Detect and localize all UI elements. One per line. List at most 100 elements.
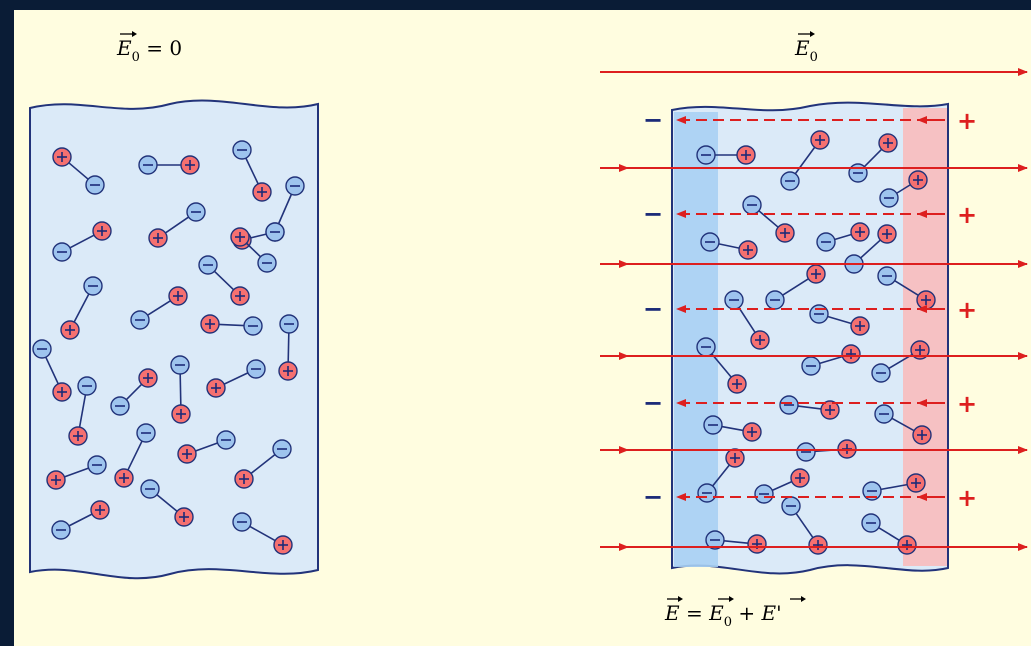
left-dielectric-slab bbox=[29, 99, 319, 580]
negative-charge bbox=[130, 310, 150, 330]
positive-charge bbox=[252, 182, 272, 202]
dipole-molecule bbox=[278, 314, 299, 381]
negative-charge bbox=[754, 484, 774, 504]
negative-charge bbox=[32, 339, 52, 359]
left-field-label: E0 = 0 bbox=[116, 31, 182, 65]
dipole-molecule bbox=[816, 222, 870, 252]
svg-text:E0: E0 bbox=[794, 36, 818, 65]
negative-charge bbox=[724, 290, 744, 310]
negative-charge bbox=[51, 520, 71, 540]
dipole-molecule bbox=[32, 339, 72, 402]
positive-charge bbox=[138, 368, 158, 388]
dipole-molecule bbox=[861, 513, 917, 555]
negative-charge bbox=[874, 404, 894, 424]
positive-charge bbox=[878, 133, 898, 153]
dipole-molecule bbox=[779, 395, 840, 420]
dipole-molecule bbox=[871, 340, 930, 383]
negative-charge bbox=[796, 442, 816, 462]
positive-charge bbox=[148, 228, 168, 248]
dipole-molecule bbox=[200, 314, 263, 336]
positive-charge bbox=[52, 147, 72, 167]
vector-arrow-icon bbox=[667, 596, 806, 602]
negative-charge bbox=[243, 316, 263, 336]
positive-charge bbox=[775, 223, 795, 243]
positive-surface-sign: + bbox=[957, 107, 977, 135]
dipole-molecule bbox=[862, 473, 926, 501]
negative-charge bbox=[136, 423, 156, 443]
positive-charge bbox=[912, 425, 932, 445]
positive-charge bbox=[877, 224, 897, 244]
negative-charge bbox=[809, 304, 829, 324]
negative-charge bbox=[140, 479, 160, 499]
dipole-molecule bbox=[110, 368, 158, 416]
positive-charge bbox=[168, 286, 188, 306]
dipole-molecule bbox=[754, 468, 810, 504]
negative-charge bbox=[871, 363, 891, 383]
negative-charge bbox=[879, 188, 899, 208]
positive-charge bbox=[230, 286, 250, 306]
positive-surface-sign: + bbox=[957, 390, 977, 418]
dipole-molecule bbox=[140, 479, 194, 527]
positive-charge bbox=[278, 361, 298, 381]
positive-charge bbox=[850, 316, 870, 336]
dipole-molecule bbox=[705, 530, 767, 554]
positive-charge bbox=[177, 444, 197, 464]
negative-charge bbox=[779, 395, 799, 415]
dielectric-polarization-diagram: E0 = 0 −+−+−+−+−+ E0 E = E0 + E' bbox=[29, 31, 1028, 630]
positive-charge bbox=[820, 400, 840, 420]
negative-charge bbox=[170, 355, 190, 375]
dipole-molecule bbox=[51, 500, 110, 540]
negative-charge bbox=[246, 359, 266, 379]
dipole-molecule bbox=[877, 266, 936, 310]
positive-charge bbox=[806, 264, 826, 284]
positive-charge bbox=[68, 426, 88, 446]
negative-charge bbox=[696, 337, 716, 357]
negative-charge bbox=[138, 155, 158, 175]
negative-charge bbox=[87, 455, 107, 475]
negative-surface-sign: − bbox=[643, 389, 663, 417]
svg-text:E0 = 0: E0 = 0 bbox=[116, 36, 182, 65]
dipole-molecule bbox=[879, 170, 928, 208]
dipole-molecule bbox=[230, 227, 277, 273]
negative-surface-sign: − bbox=[643, 200, 663, 228]
external-field-label: E0 bbox=[794, 31, 818, 65]
negative-charge bbox=[877, 266, 897, 286]
positive-charge bbox=[738, 240, 758, 260]
dipole-molecule bbox=[114, 423, 156, 488]
dipole-molecule bbox=[68, 376, 97, 446]
dipole-molecule bbox=[148, 202, 206, 248]
negative-charge bbox=[781, 496, 801, 516]
positive-charge bbox=[171, 404, 191, 424]
negative-surface-sign: − bbox=[643, 295, 663, 323]
negative-charge bbox=[52, 242, 72, 262]
negative-charge bbox=[700, 232, 720, 252]
resulting-field-equation: E = E0 + E' bbox=[664, 596, 806, 630]
positive-charge bbox=[727, 374, 747, 394]
dipole-molecule bbox=[60, 276, 103, 340]
positive-charge bbox=[750, 330, 770, 350]
negative-charge bbox=[697, 483, 717, 503]
positive-charge bbox=[273, 535, 293, 555]
positive-charge bbox=[234, 469, 254, 489]
negative-charge bbox=[186, 202, 206, 222]
negative-charge bbox=[703, 415, 723, 435]
dipole-molecule bbox=[874, 404, 932, 445]
positive-charge bbox=[114, 468, 134, 488]
dipole-molecule bbox=[703, 415, 762, 442]
negative-charge bbox=[816, 232, 836, 252]
dipole-molecule bbox=[232, 140, 272, 202]
positive-charge bbox=[808, 535, 828, 555]
dipole-molecule bbox=[130, 286, 188, 330]
positive-charge bbox=[916, 290, 936, 310]
positive-charge bbox=[180, 155, 200, 175]
negative-surface-sign: − bbox=[643, 106, 663, 134]
dipole-molecule bbox=[198, 255, 250, 306]
negative-charge bbox=[216, 430, 236, 450]
dipole-molecule bbox=[724, 290, 770, 350]
dipole-molecule bbox=[232, 512, 293, 555]
dipole-molecule bbox=[138, 155, 200, 175]
negative-charge bbox=[110, 396, 130, 416]
negative-charge bbox=[265, 222, 285, 242]
positive-charge bbox=[841, 344, 861, 364]
positive-charge bbox=[736, 145, 756, 165]
